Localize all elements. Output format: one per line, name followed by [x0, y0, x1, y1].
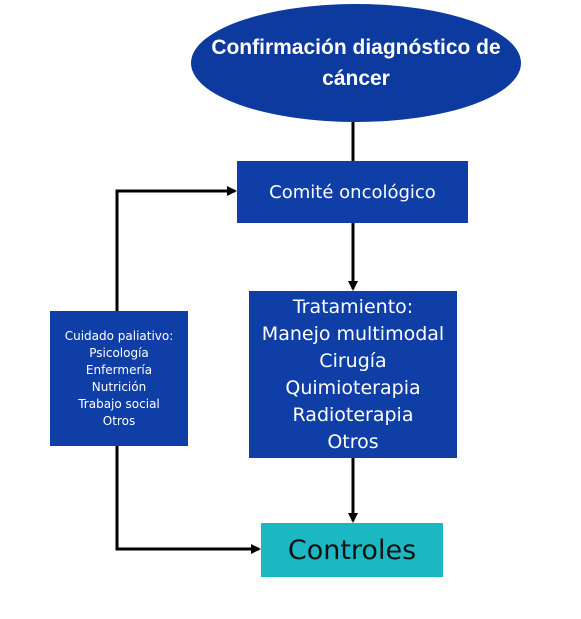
palliative-label-line-3: Enfermería: [85, 362, 153, 377]
treatment-label-line-2: Manejo multimodal: [261, 322, 445, 345]
committee-label: Comité oncológico: [269, 181, 436, 203]
palliative-node: Cuidado paliativo: Psicología Enfermería…: [50, 311, 188, 446]
treatment-node: Tratamiento: Manejo multimodal Cirugía Q…: [249, 291, 457, 458]
committee-node: Comité oncológico: [237, 161, 468, 223]
diagnosis-node: Confirmación diagnóstico de cáncer: [191, 4, 521, 122]
treatment-label-line-1: Tratamiento:: [292, 295, 414, 318]
treatment-label-line-3: Cirugía: [319, 349, 387, 372]
palliative-label-line-5: Trabajo social: [78, 396, 160, 411]
treatment-label-line-5: Radioterapia: [292, 403, 414, 426]
diagnosis-label-line-2: cáncer: [322, 67, 390, 90]
palliative-label-line-6: Otros: [102, 413, 136, 428]
controls-label: Controles: [287, 534, 417, 566]
diagnosis-label-line-1: Confirmación diagnóstico de: [211, 36, 501, 59]
palliative-label-line-4: Nutrición: [91, 379, 147, 394]
palliative-label-line-2: Psicología: [89, 345, 149, 360]
edge-palliative-controls: [115, 446, 261, 554]
palliative-label-line-1: Cuidado paliativo:: [64, 328, 174, 343]
edge-palliative-committee: [115, 186, 237, 311]
treatment-label-line-4: Quimioterapia: [285, 376, 421, 399]
treatment-label-line-6: Otros: [327, 430, 379, 453]
controls-node: Controles: [261, 523, 443, 577]
